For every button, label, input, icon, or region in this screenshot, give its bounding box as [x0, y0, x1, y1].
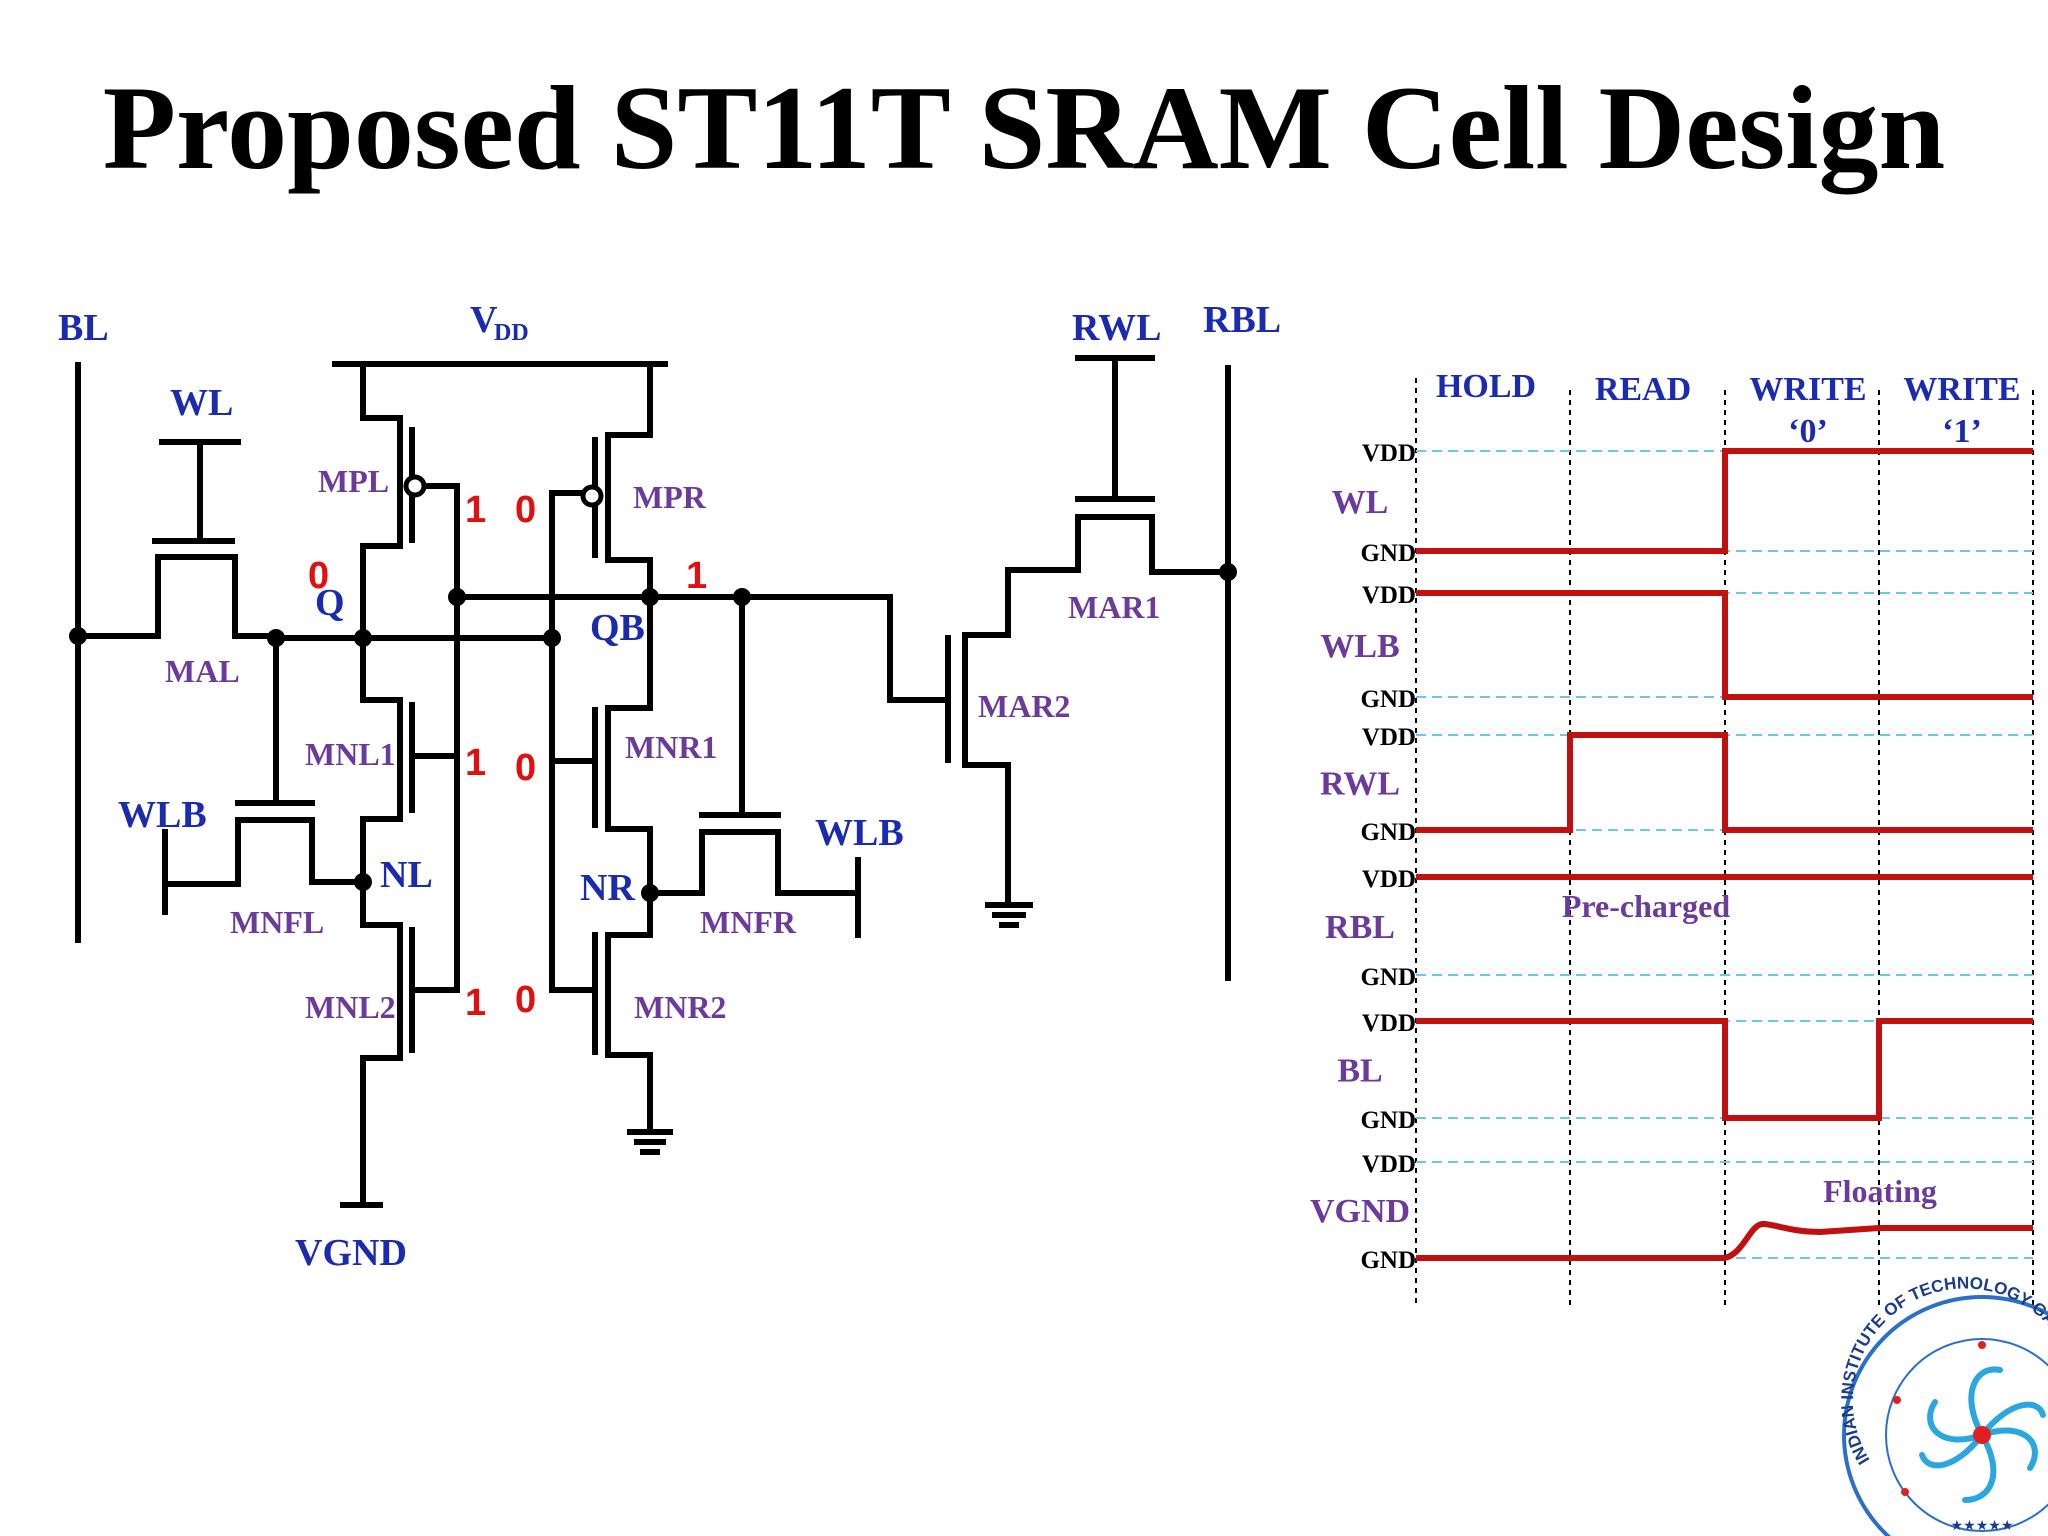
signal-bl-name: BL: [1337, 1053, 1382, 1090]
signal-vgnd-gnd-label: GND: [1360, 1247, 1416, 1274]
rwl-label: RWL: [1072, 307, 1161, 349]
mal-label: MAL: [165, 653, 240, 689]
signal-vgnd-vdd-label: VDD: [1362, 1151, 1416, 1178]
signal-wlb-vdd-label: VDD: [1362, 582, 1416, 609]
signal-rbl-gnd-label: GND: [1360, 964, 1416, 991]
logo-stars: ★★★★★: [1951, 1517, 2014, 1533]
state-qb: 1: [686, 555, 707, 597]
mnl1-label: MNL1: [305, 736, 396, 772]
signal-rbl-vdd-label: VDD: [1362, 866, 1416, 893]
logo-center-dot: [1973, 1426, 1991, 1444]
state-mnr2-gate: 0: [515, 979, 536, 1021]
signal-vgnd-annotation: Floating: [1823, 1173, 1937, 1209]
signal-rwl-gnd-label: GND: [1360, 819, 1416, 846]
phase-write1-label: WRITE: [1903, 371, 2020, 408]
vdd-label: V: [470, 299, 498, 341]
phase-write0-sub: ‘0’: [1788, 413, 1828, 450]
mnr2-label: MNR2: [634, 989, 726, 1025]
qb-label: QB: [590, 607, 645, 649]
state-mnr1-gate: 0: [515, 747, 536, 789]
signal-bl-vdd-label: VDD: [1362, 1010, 1416, 1037]
logo-text: INDIAN INSTITUTE OF TECHNOLOGY GANDHINAG…: [0, 0, 2048, 1468]
signal-wlb-waveform: [1416, 590, 2033, 700]
signal-wl-name: WL: [1332, 484, 1389, 521]
phase-write0-label: WRITE: [1749, 371, 1866, 408]
nl-label: NL: [380, 854, 433, 896]
signal-vgnd-waveform: [1416, 1221, 2033, 1261]
wlb-right-label: WLB: [815, 812, 904, 854]
wlb-left-label: WLB: [118, 794, 207, 836]
wl-label: WL: [170, 382, 233, 424]
mnl2-label: MNL2: [305, 989, 396, 1025]
signal-wl-vdd-label: VDD: [1362, 440, 1416, 467]
signal-wl-waveform: [1416, 448, 2033, 554]
mnfr-label: MNFR: [700, 904, 797, 940]
vdd-subscript: DD: [494, 320, 529, 346]
signal-rwl-waveform: [1416, 732, 2033, 833]
phase-read-label: READ: [1595, 371, 1691, 408]
signal-rwl-name: RWL: [1320, 766, 1400, 803]
signal-bl-waveform: [1416, 1018, 2033, 1121]
vgnd-label: VGND: [295, 1232, 407, 1274]
bl-label: BL: [58, 307, 109, 349]
logo-emblem-icon: [1919, 1366, 2046, 1503]
signal-wlb-name: WLB: [1320, 628, 1399, 665]
mar2-label: MAR2: [978, 688, 1070, 724]
signal-vgnd-name: VGND: [1310, 1193, 1410, 1230]
phase-hold-label: HOLD: [1436, 368, 1536, 405]
state-mpr-gate: 0: [515, 489, 536, 531]
q-label: Q: [315, 582, 345, 624]
signal-rwl-vdd-label: VDD: [1362, 724, 1416, 751]
signal-wl-gnd-label: GND: [1360, 540, 1416, 567]
phase-write1-sub: ‘1’: [1942, 413, 1982, 450]
mpr-label: MPR: [633, 479, 707, 515]
mnr1-label: MNR1: [625, 729, 717, 765]
slide-title: Proposed ST11T SRAM Cell Design: [102, 61, 1946, 194]
signal-bl-gnd-label: GND: [1360, 1107, 1416, 1134]
mar1-label: MAR1: [1068, 589, 1160, 625]
mnfl-label: MNFL: [230, 904, 324, 940]
rbl-label: RBL: [1203, 299, 1281, 341]
state-mnl2-gate: 1: [465, 982, 486, 1024]
state-q: 0: [308, 555, 329, 597]
signal-rbl-annotation: Pre-charged: [1562, 888, 1730, 924]
mpl-label: MPL: [318, 463, 389, 499]
state-mpl-gate: 1: [465, 489, 486, 531]
nr-label: NR: [580, 867, 635, 909]
signal-rbl-name: RBL: [1325, 909, 1395, 946]
state-mnl1-gate: 1: [465, 742, 486, 784]
signal-wlb-gnd-label: GND: [1360, 686, 1416, 713]
